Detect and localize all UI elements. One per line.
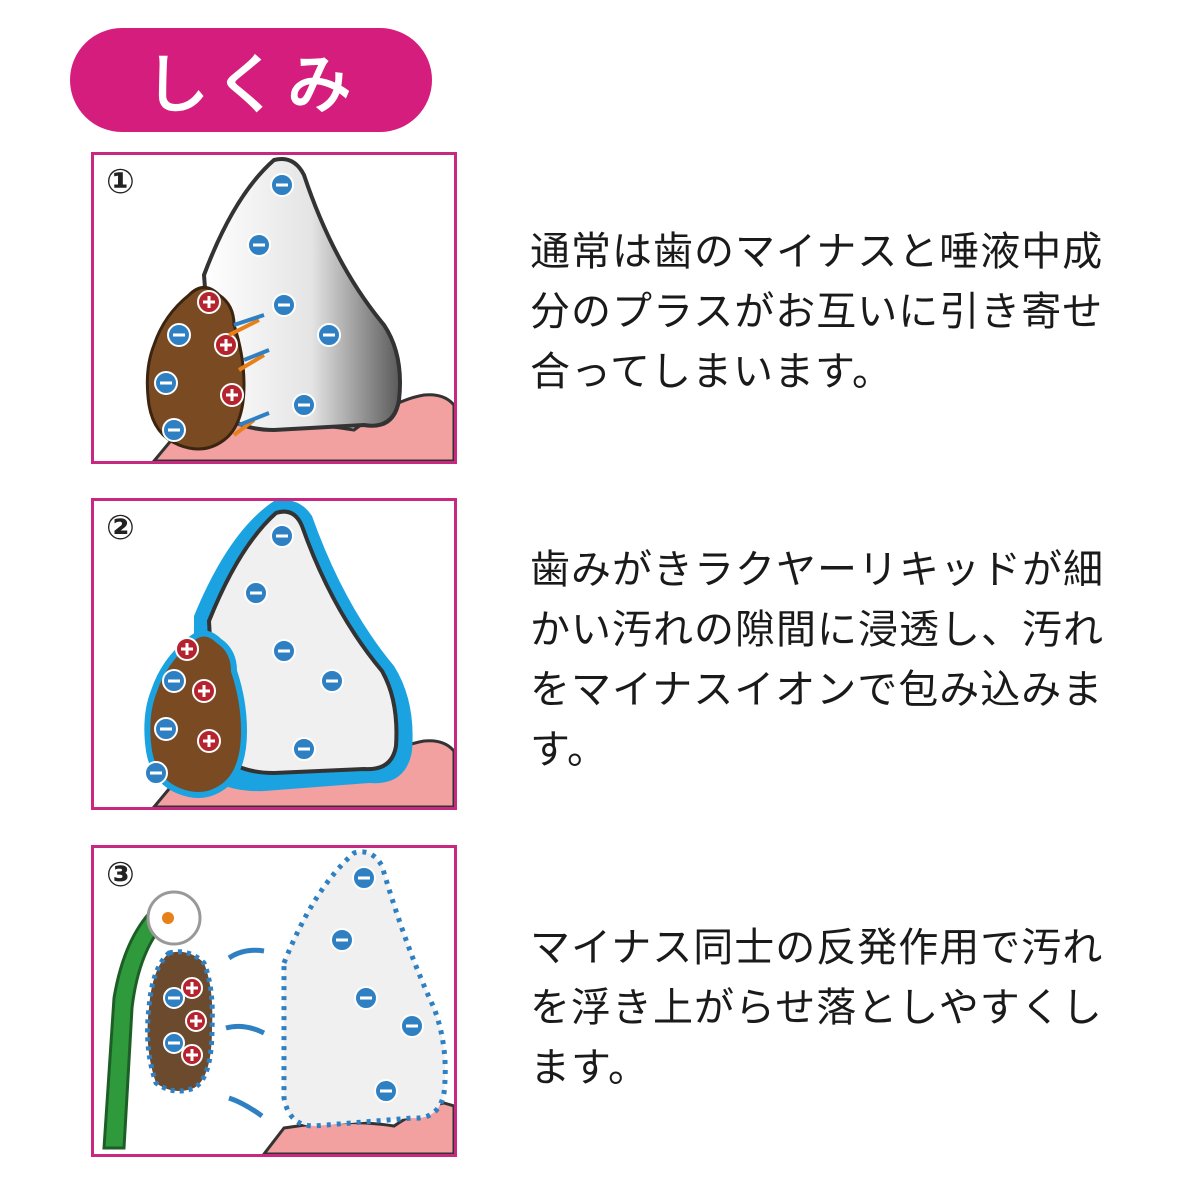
step-2-illustration: ② [91,498,457,810]
step-2-line: をマイナスイオンで包み込みま [530,667,1104,713]
title-pill: しくみ [70,28,432,132]
step-3-line: を浮き上がらせ落としやすくし [530,985,1103,1031]
step-2-line: す。 [530,727,608,773]
step-1-line: 合ってしまいます。 [530,349,893,395]
step-2-description: 歯みがきラクヤーリキッドが細 かい汚れの隙間に浸透し、汚れ をマイナスイオンで包… [530,540,1140,780]
step-1-line: 通常は歯のマイナスと唾液中成 [530,229,1104,275]
page-title: しくみ [144,49,358,123]
tooth-illustration [206,509,399,776]
step-3-svg: ③ [102,849,454,1154]
step-1-line: 分のプラスがお互いに引き寄せ [530,289,1104,335]
step-3-description: マイナス同士の反発作用で汚れ を浮き上がらせ落としやすくし ます。 [530,918,1140,1098]
plaque-illustration [145,286,246,451]
step-number-2: ② [106,508,135,548]
step-3-illustration: ③ [91,845,457,1157]
step-1-description: 通常は歯のマイナスと唾液中成 分のプラスがお互いに引き寄せ 合ってしまいます。 [530,222,1140,402]
arrow-icon [225,947,266,1119]
step-3-line: マイナス同士の反発作用で汚れ [530,925,1104,971]
step-2-line: かい汚れの隙間に浸透し、汚れ [530,607,1104,653]
step-3-line: ます。 [530,1045,649,1091]
arrow-icon [228,313,270,437]
step-2-svg: ② [106,501,454,807]
step-1-illustration: ① [91,152,457,464]
step-number-1: ① [106,162,135,202]
step-number-3: ③ [106,855,135,895]
step-1-svg: ① [106,157,454,461]
step-2-line: 歯みがきラクヤーリキッドが細 [530,547,1104,593]
